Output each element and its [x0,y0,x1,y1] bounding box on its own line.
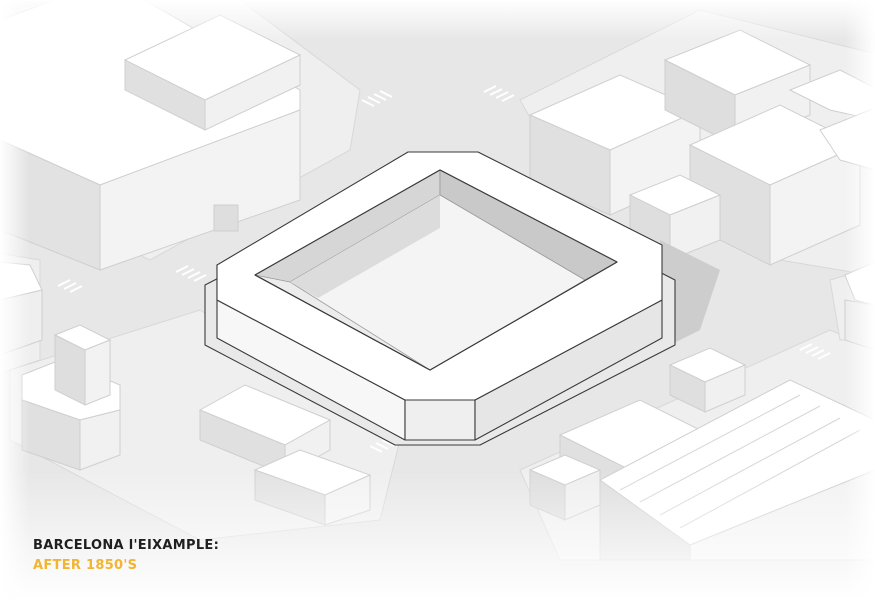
crosswalk-bottom-right [799,343,831,360]
courtyard-floor-shadow [290,195,440,298]
block-top-right-side-1 [529,114,611,216]
fade-left [0,0,30,600]
tower-top-left-side [124,59,206,131]
bottom-right-side-3 [669,364,706,413]
caption-subtitle: AFTER 1850'S [33,558,138,573]
crosswalk-top-right [483,85,515,102]
central-block-courtyard-edge [254,169,618,371]
fade-right [845,0,875,600]
bottom-left-tower-front [84,339,111,406]
crosswalk-left [175,265,207,282]
central-block-wall-front-corner [404,399,476,441]
crosswalk-far-left [57,279,83,293]
courtyard-opening [213,204,239,232]
bottom-left-tower-side [54,334,86,406]
fade-top [0,0,875,40]
caption: BARCELONA l'EIXAMPLE: AFTER 1850'S [33,536,219,576]
crosswalk-top [361,90,393,107]
fade-bottom [0,470,875,600]
caption-title: BARCELONA l'EIXAMPLE: [33,538,220,553]
central-octagonal-block [204,151,720,446]
crosswalk-bottom [369,439,395,453]
building-top-right-block [528,29,875,266]
